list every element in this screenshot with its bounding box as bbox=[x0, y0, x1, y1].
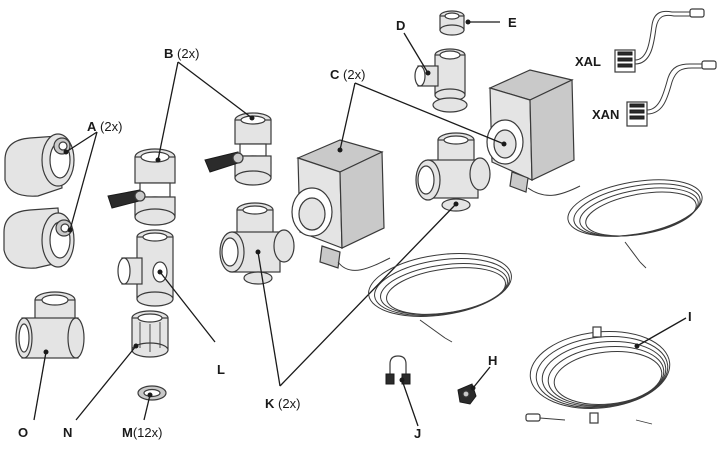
label-m: M(12x) bbox=[122, 425, 162, 440]
part-j-u-clip bbox=[385, 355, 419, 427]
label-c: C (2x) bbox=[330, 67, 365, 82]
part-c-cable-right bbox=[567, 179, 703, 269]
part-b-valve-left bbox=[107, 148, 176, 226]
part-c-actuator-right bbox=[486, 69, 703, 269]
label-a: A (2x) bbox=[87, 119, 122, 134]
label-xal: XAL bbox=[575, 54, 601, 69]
label-n: N bbox=[63, 425, 72, 440]
part-a-elbow-fittings bbox=[3, 131, 98, 269]
part-xan-connector bbox=[626, 60, 717, 127]
part-a-elbow-top bbox=[4, 133, 75, 197]
label-k: K (2x) bbox=[265, 396, 300, 411]
part-k-valve-bodies bbox=[219, 132, 491, 387]
part-o-straight-tee bbox=[15, 291, 85, 421]
part-h-clip bbox=[457, 366, 491, 405]
label-xan: XAN bbox=[592, 107, 619, 122]
part-c-actuator-left bbox=[291, 139, 512, 343]
part-b-valve-right bbox=[204, 112, 272, 186]
part-c-actuators bbox=[291, 69, 703, 343]
part-d-fitting bbox=[403, 32, 468, 113]
part-b-ball-valves bbox=[107, 61, 272, 226]
label-h: H bbox=[488, 353, 497, 368]
label-i: I bbox=[688, 309, 692, 324]
part-m-washer bbox=[137, 385, 167, 421]
part-k-body-left bbox=[219, 202, 295, 285]
part-e-nipple bbox=[439, 10, 500, 36]
part-n-nut bbox=[75, 310, 169, 421]
label-l: L bbox=[217, 362, 225, 377]
part-xal-connector bbox=[614, 8, 705, 73]
label-d: D bbox=[396, 18, 405, 33]
label-b: B (2x) bbox=[164, 46, 199, 61]
label-j: J bbox=[414, 426, 421, 441]
part-i-sensor-cable bbox=[525, 317, 687, 425]
part-l-tee-fitting bbox=[117, 229, 216, 343]
part-c-cable-left bbox=[368, 253, 512, 343]
label-o: O bbox=[18, 425, 28, 440]
label-e: E bbox=[508, 15, 517, 30]
part-k-body-right bbox=[415, 132, 491, 212]
part-a-elbow-bottom bbox=[3, 207, 75, 269]
